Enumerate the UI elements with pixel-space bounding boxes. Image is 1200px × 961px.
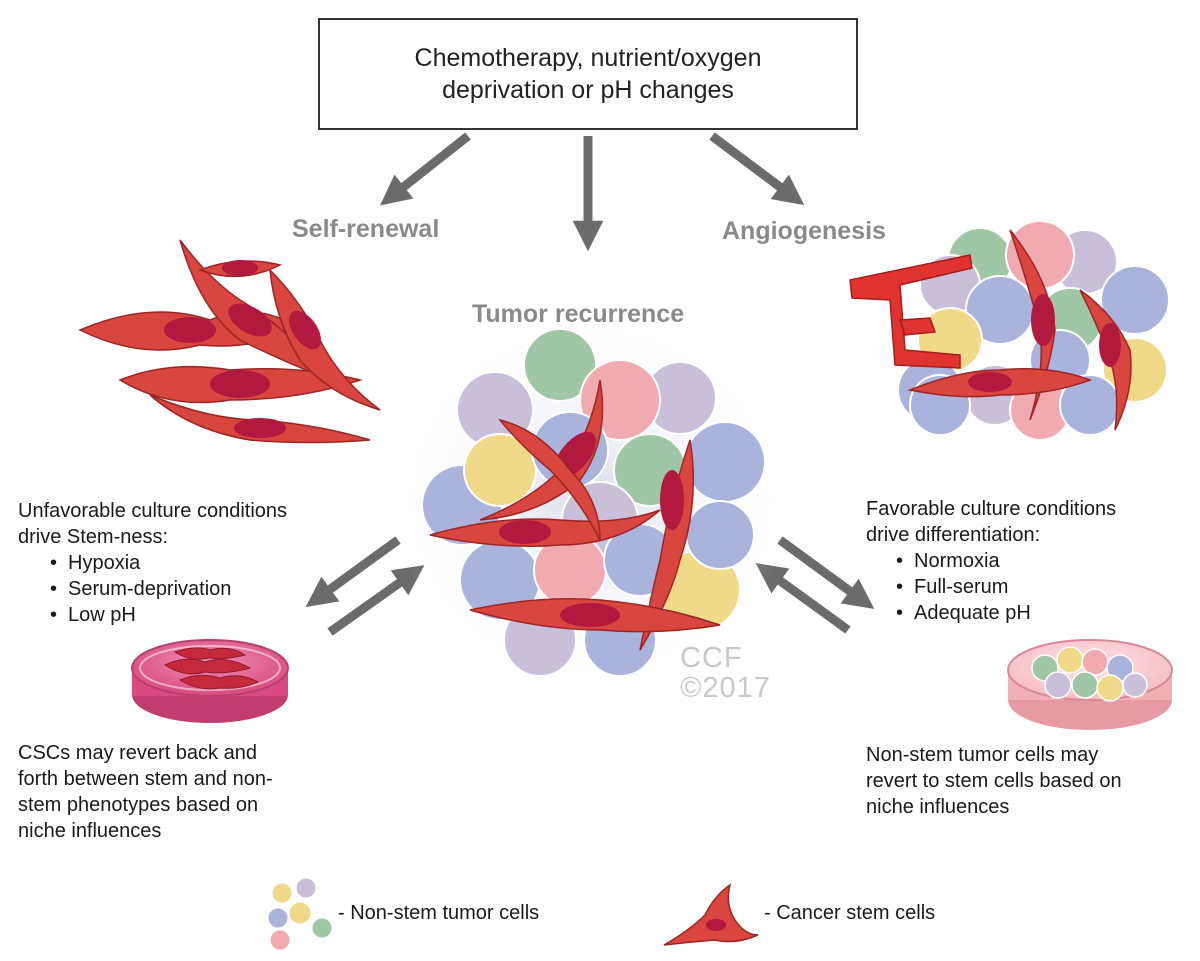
list-item: Hypoxia: [46, 550, 287, 576]
right-reversible-arrows: [755, 536, 875, 634]
copyright-watermark: CCF ©2017: [680, 643, 771, 703]
self-renewal-label: Self-renewal: [292, 215, 440, 243]
list-item: Adequate pH: [892, 600, 1116, 626]
right-conditions: Favorable culture conditions drive diffe…: [866, 496, 1116, 626]
right-note-line: Non-stem tumor cells may: [866, 744, 1099, 766]
self-renewal-stem-cell-cluster: [78, 239, 381, 444]
trigger-line-2: deprivation or pH changes: [442, 76, 734, 104]
left-heading-line-1: Unfavorable culture conditions: [18, 500, 288, 522]
legend-non-stem-icon: [267, 877, 333, 951]
left-culture-dish: [131, 639, 289, 723]
legend-cancer-stem-label: - Cancer stem cells: [764, 902, 936, 924]
left-note-line: stem phenotypes based on: [18, 794, 259, 816]
trigger-line-1: Chemotherapy, nutrient/oxygen: [414, 44, 762, 72]
left-note-line: forth between stem and non-: [18, 768, 273, 790]
angiogenesis-cluster: [849, 220, 1170, 441]
left-conditions: Unfavorable culture conditions drive Ste…: [18, 498, 287, 628]
left-note-line: CSCs may revert back and: [18, 742, 257, 764]
left-reversible-arrows: [305, 536, 425, 636]
right-culture-dish: [1007, 639, 1173, 730]
left-note-line: niche influences: [18, 820, 162, 842]
arrow-to-self-renewal: [379, 132, 471, 206]
legend-non-stem-label: - Non-stem tumor cells: [338, 902, 540, 924]
right-heading-line-1: Favorable culture conditions: [866, 498, 1117, 520]
trigger-box: Chemotherapy, nutrient/oxygen deprivatio…: [318, 18, 858, 130]
list-item: Low pH: [46, 602, 287, 628]
top-arrows: [379, 132, 805, 252]
list-item: Serum-deprivation: [46, 576, 287, 602]
tumor-recurrence-label: Tumor recurrence: [472, 300, 685, 328]
tumor-recurrence-cluster: [392, 310, 792, 690]
watermark-line-2: ©2017: [680, 672, 771, 704]
right-note: Non-stem tumor cells may revert to stem …: [866, 742, 1122, 820]
right-conditions-list: Normoxia Full-serum Adequate pH: [892, 548, 1116, 626]
left-heading-line-2: drive Stem-ness:: [18, 526, 169, 548]
legend-cancer-stem-icon: [663, 883, 759, 946]
left-conditions-list: Hypoxia Serum-deprivation Low pH: [46, 550, 287, 628]
left-note: CSCs may revert back and forth between s…: [18, 740, 273, 844]
right-heading-line-2: drive differentiation:: [866, 524, 1041, 546]
right-note-line: revert to stem cells based on: [866, 770, 1122, 792]
list-item: Normoxia: [892, 548, 1116, 574]
arrow-to-angiogenesis: [709, 132, 805, 206]
watermark-line-1: CCF: [680, 642, 743, 674]
list-item: Full-serum: [892, 574, 1116, 600]
right-note-line: niche influences: [866, 796, 1010, 818]
angiogenesis-label: Angiogenesis: [722, 217, 886, 245]
